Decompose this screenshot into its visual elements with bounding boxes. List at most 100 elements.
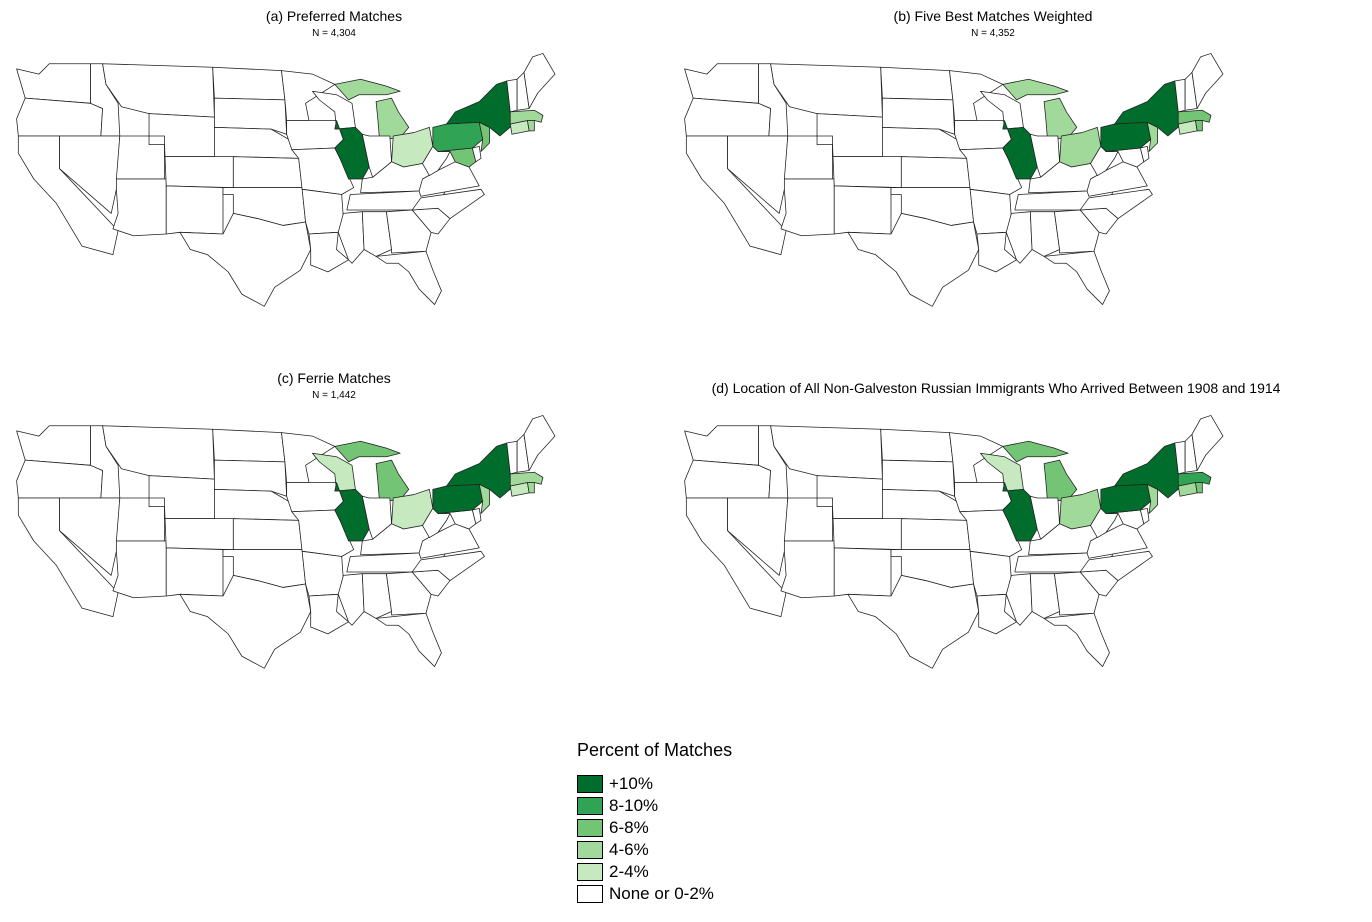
legend-item-6-8: 6-8% xyxy=(577,817,649,839)
state-or xyxy=(16,97,103,137)
state-mn xyxy=(949,70,1004,121)
panel-c-n: N = 1,442 xyxy=(312,390,356,401)
state-nv xyxy=(727,497,789,576)
state-ar xyxy=(301,188,344,235)
us-states xyxy=(16,53,556,307)
state-az xyxy=(780,540,835,599)
state-de xyxy=(472,145,482,163)
state-ar xyxy=(969,188,1012,235)
state-wa xyxy=(16,425,91,466)
state-ma xyxy=(1177,471,1212,487)
state-ks xyxy=(900,156,971,188)
legend-label: 4-6% xyxy=(609,840,649,859)
state-or xyxy=(16,459,103,499)
state-va xyxy=(1086,523,1148,559)
state-il xyxy=(1002,120,1038,180)
us-states xyxy=(684,53,1224,307)
legend-label: 8-10% xyxy=(609,796,659,815)
state-me xyxy=(523,415,556,471)
state-me xyxy=(523,53,556,109)
legend-label: None or 0-2% xyxy=(609,884,714,903)
state-nv xyxy=(59,497,121,576)
state-la xyxy=(976,231,1017,273)
state-mt xyxy=(770,425,883,480)
state-fl xyxy=(375,612,442,667)
legend-item-4-6: 4-6% xyxy=(577,839,649,861)
state-me xyxy=(1191,53,1224,109)
state-mi xyxy=(375,97,410,140)
state-ia xyxy=(286,482,344,513)
state-nm xyxy=(165,185,224,235)
state-tx xyxy=(847,575,980,669)
state-mi xyxy=(1043,97,1078,140)
state-al xyxy=(1029,573,1060,619)
state-or xyxy=(684,459,771,499)
state-wa xyxy=(684,63,759,104)
state-sd xyxy=(214,97,288,135)
state-la xyxy=(308,231,349,273)
legend-swatch xyxy=(577,819,603,837)
legend-swatch xyxy=(577,841,603,859)
legend-swatch xyxy=(577,775,603,793)
legend-label: 6-8% xyxy=(609,818,649,837)
state-mi-up xyxy=(334,440,401,463)
state-fl xyxy=(375,250,442,305)
state-nd xyxy=(212,66,286,101)
state-mi-up xyxy=(334,78,401,101)
state-il xyxy=(334,482,370,542)
state-ma xyxy=(1177,109,1212,125)
panel-a-n: N = 4,304 xyxy=(312,28,356,39)
state-ks xyxy=(900,518,971,550)
state-mi xyxy=(375,459,410,502)
state-ar xyxy=(969,550,1012,597)
state-de xyxy=(1140,145,1150,163)
legend-item-8-10: 8-10% xyxy=(577,795,658,817)
panel-d-title: (d) Location of All Non-Galveston Russia… xyxy=(711,380,1281,396)
state-de xyxy=(1140,507,1150,525)
state-nc xyxy=(1079,550,1153,581)
state-fl xyxy=(1043,612,1110,667)
state-mn xyxy=(281,432,336,483)
state-tx xyxy=(179,213,312,307)
state-tx xyxy=(179,575,312,669)
state-la xyxy=(976,593,1017,635)
state-me xyxy=(1191,415,1224,471)
state-ks xyxy=(232,518,303,550)
state-mi xyxy=(1043,459,1078,502)
state-mn xyxy=(949,432,1004,483)
panel-b-n: N = 4,352 xyxy=(971,28,1015,39)
state-al xyxy=(361,573,392,619)
state-va xyxy=(418,523,480,559)
panel-b-title: (b) Five Best Matches Weighted xyxy=(893,8,1093,24)
legend-item-plus10: +10% xyxy=(577,773,653,795)
state-va xyxy=(418,161,480,197)
state-nm xyxy=(833,547,892,597)
state-la xyxy=(308,593,349,635)
map-c xyxy=(16,415,556,669)
state-mt xyxy=(102,63,215,118)
state-nd xyxy=(880,66,954,101)
state-ia xyxy=(954,120,1012,151)
state-mn xyxy=(281,70,336,121)
state-az xyxy=(112,178,167,237)
state-mi-up xyxy=(1002,440,1069,463)
state-sd xyxy=(882,97,956,135)
state-il xyxy=(1002,482,1038,542)
state-ma xyxy=(509,471,544,487)
state-ut xyxy=(115,497,165,542)
map-a xyxy=(16,53,556,307)
state-mt xyxy=(102,425,215,480)
state-al xyxy=(1029,211,1060,257)
state-nc xyxy=(411,188,485,219)
map-b xyxy=(684,53,1224,307)
state-ia xyxy=(286,120,344,151)
state-or xyxy=(684,97,771,137)
state-nv xyxy=(59,135,121,214)
state-wa xyxy=(684,425,759,466)
state-mt xyxy=(770,63,883,118)
legend-swatch xyxy=(577,797,603,815)
state-sd xyxy=(214,459,288,497)
state-ma xyxy=(509,109,544,125)
state-il xyxy=(334,120,370,180)
state-al xyxy=(361,211,392,257)
